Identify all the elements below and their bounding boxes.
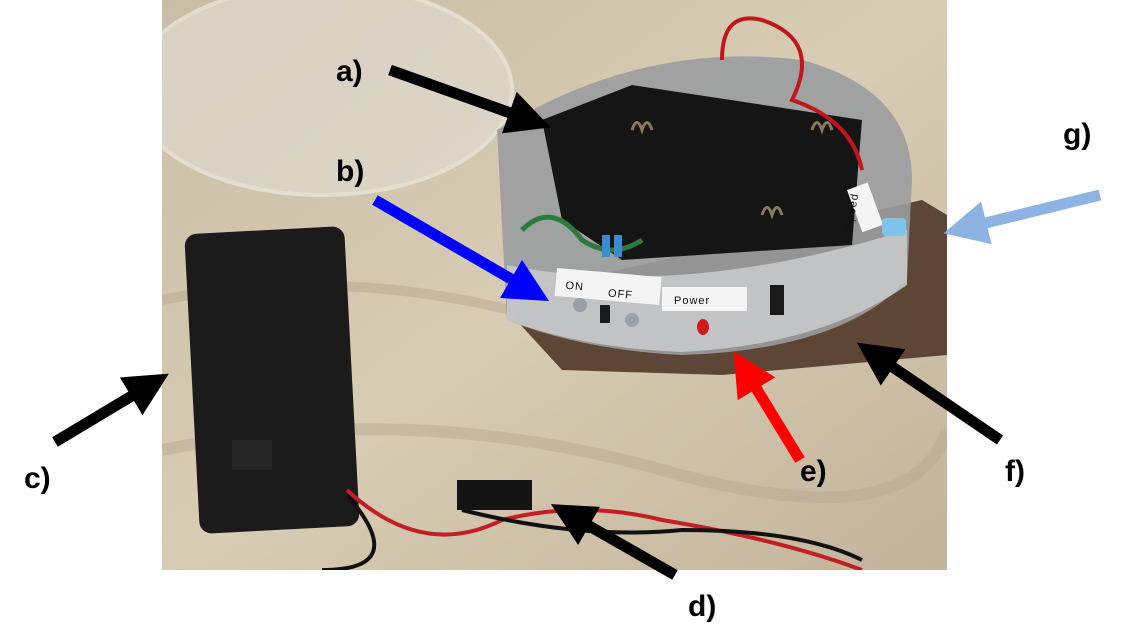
arrow-a <box>388 64 551 134</box>
battery-pack <box>184 226 360 534</box>
label-a: a) <box>336 55 363 88</box>
connector-socket <box>770 285 784 315</box>
arrow-d <box>550 504 678 580</box>
arrow-c <box>52 373 169 447</box>
arrow-f <box>856 342 1004 445</box>
arrow-g <box>943 189 1102 245</box>
label-b: b) <box>336 155 365 188</box>
label-c: c) <box>24 462 51 495</box>
off-tag: OFF <box>607 288 633 302</box>
label-f: f) <box>1005 455 1025 488</box>
arrow-b <box>372 195 550 302</box>
on-tag: ON <box>565 280 584 294</box>
clear-lid <box>162 0 514 197</box>
on-screw <box>573 298 587 312</box>
speed-knob <box>882 218 906 236</box>
label-e: e) <box>800 455 827 488</box>
label-g: g) <box>1063 118 1092 151</box>
power-led <box>697 319 709 335</box>
battery-holder <box>542 85 862 260</box>
arrow-e <box>733 351 805 463</box>
power-tag: Power <box>674 295 710 307</box>
on-off-switch <box>600 305 610 323</box>
label-d: d) <box>688 590 717 623</box>
plug-connector <box>457 480 532 510</box>
device-photo: ON OFF Power Speed <box>162 0 947 570</box>
